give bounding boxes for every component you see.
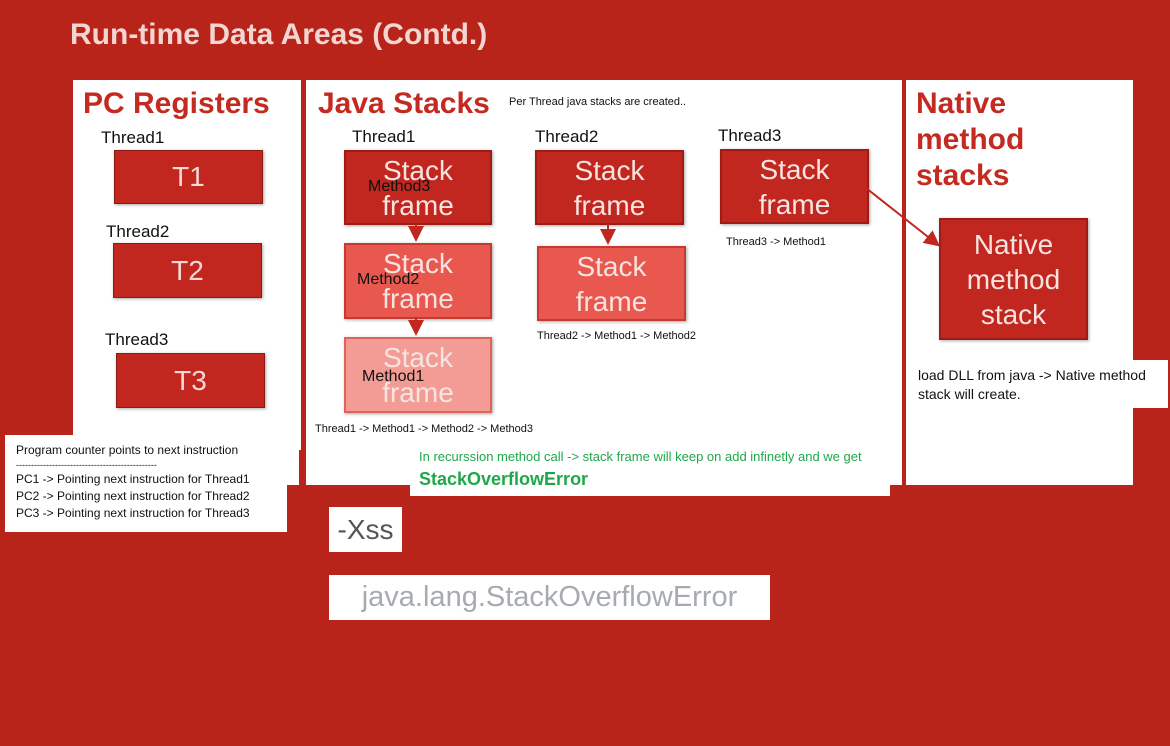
exception-box: java.lang.StackOverflowError xyxy=(329,575,770,620)
stack-thread2-label: Thread2 xyxy=(535,127,599,146)
native-box-line2: method xyxy=(966,263,1061,295)
thread2-caption: Thread2 -> Method1 -> Method2 xyxy=(537,330,696,342)
stack-thread3-label: Thread3 xyxy=(718,126,782,145)
frame-line2: frame xyxy=(382,189,454,221)
pc-registers-title: PC Registers xyxy=(83,87,270,120)
native-title-line1: Native xyxy=(916,87,1007,120)
frame-line2: frame xyxy=(382,283,454,314)
frame-line2: frame xyxy=(573,189,646,221)
method1-label: Method1 xyxy=(362,368,425,385)
recursion-note-text: In recurssion method call -> stack frame… xyxy=(419,449,862,464)
native-box-line3: stack xyxy=(980,298,1047,330)
xss-label: -Xss xyxy=(337,513,394,545)
frame-line2: frame xyxy=(575,285,648,317)
thread1-stack-frame-bottom: Stack frame xyxy=(344,337,492,413)
thread3-caption: Thread3 -> Method1 xyxy=(726,236,826,248)
pc-note-line1: Program counter points to next instructi… xyxy=(16,443,239,457)
pc-note-line3: PC2 -> Pointing next instruction for Thr… xyxy=(16,489,250,503)
register-t3: T3 xyxy=(116,353,265,408)
frame-line2: frame xyxy=(382,377,454,408)
frame-line1: Stack xyxy=(574,154,645,186)
thread1-caption: Thread1 -> Method1 -> Method2 -> Method3 xyxy=(315,423,533,435)
stack-thread1-label: Thread1 xyxy=(352,127,416,146)
register-t2: T2 xyxy=(113,243,262,298)
java-stacks-note: Per Thread java stacks are created.. xyxy=(509,96,687,108)
pc-note-line2: PC1 -> Pointing next instruction for Thr… xyxy=(16,472,250,486)
frame-line1: Stack xyxy=(382,154,453,186)
method3-label: Method3 xyxy=(368,178,431,195)
slide-title: Run-time Data Areas (Contd.) xyxy=(70,18,488,51)
xss-box: -Xss xyxy=(329,507,402,552)
pc-thread1-label: Thread1 xyxy=(101,128,165,147)
pc-thread3-label: Thread3 xyxy=(105,330,169,349)
native-method-stack-box: Native method stack xyxy=(939,218,1088,340)
pc-note-line4: PC3 -> Pointing next instruction for Thr… xyxy=(16,506,250,520)
pc-note-lower xyxy=(5,484,287,532)
exception-label: java.lang.StackOverflowError xyxy=(361,581,738,613)
native-title: Native method stacks xyxy=(916,86,1024,194)
pc-note-text: Program counter points to next instructi… xyxy=(16,442,250,522)
native-note-text: load DLL from java -> Native method stac… xyxy=(918,367,1146,402)
native-title-line3: stacks xyxy=(916,159,1010,192)
frame-line1: Stack xyxy=(382,342,453,373)
method2-label: Method2 xyxy=(357,271,420,288)
frame-line1: Stack xyxy=(759,153,830,185)
java-stacks-title: Java Stacks xyxy=(318,87,490,120)
native-box-line1: Native xyxy=(973,228,1054,260)
frame-line2: frame xyxy=(758,188,831,220)
pc-note xyxy=(5,435,299,485)
pc-thread2-label: Thread2 xyxy=(106,222,170,241)
error-name: StackOverflowError xyxy=(419,469,589,489)
native-title-line2: method xyxy=(916,123,1025,156)
native-note: load DLL from java -> Native method stac… xyxy=(910,360,1168,408)
frame-line1: Stack xyxy=(576,250,647,282)
pc-note-divider: ----------------------------------------… xyxy=(16,460,157,470)
thread1-stack-frame-middle: Stack frame xyxy=(344,243,492,319)
register-t1: T1 xyxy=(114,150,263,204)
frame-line1: Stack xyxy=(382,248,453,279)
recursion-note: In recurssion method call -> stack frame… xyxy=(410,443,890,496)
